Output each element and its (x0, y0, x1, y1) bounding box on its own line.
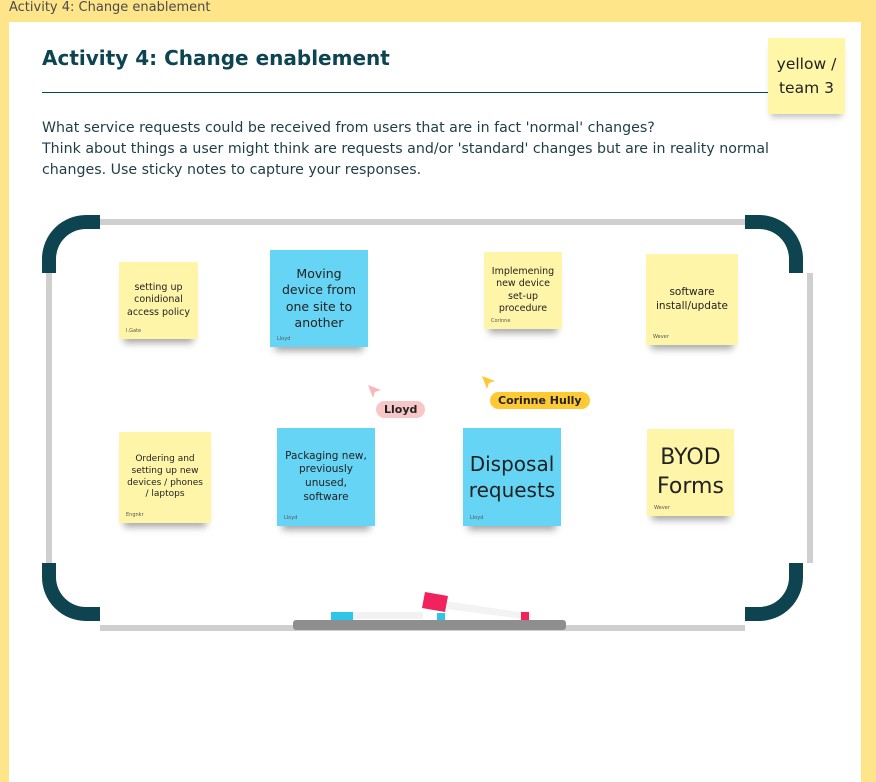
team-sticky-note[interactable]: yellow / team 3 (768, 38, 845, 114)
sticky-text: Ordering and setting up new devices / ph… (127, 454, 203, 500)
page-title: Activity 4: Change enablement (42, 46, 390, 70)
sticky-note[interactable]: Packaging new, previously unused, softwa… (277, 428, 375, 526)
team-sticky-text: yellow / team 3 (776, 55, 837, 97)
sticky-author: Lloyd (284, 515, 298, 521)
instructions-line-1: What service requests could be received … (42, 120, 655, 136)
sticky-note[interactable]: Implemening new device set-up procedure … (484, 252, 562, 329)
instructions-line-2: Think about things a user might think ar… (42, 141, 769, 157)
collaborator-cursor-label: Lloyd (376, 401, 426, 418)
cursor-arrow-icon (368, 385, 381, 398)
whiteboard-right-edge (807, 273, 813, 563)
sticky-note[interactable]: Moving device from one site to another L… (270, 250, 368, 347)
whiteboard-left-edge (46, 273, 52, 563)
markers-icon (331, 592, 532, 620)
sticky-note[interactable]: Ordering and setting up new devices / ph… (119, 432, 211, 523)
title-divider (42, 92, 777, 93)
whiteboard-corner-bottom-left (42, 563, 100, 621)
whiteboard-top-edge (100, 219, 745, 225)
sticky-note[interactable]: setting up conidional access policy I.Ga… (119, 262, 198, 339)
sticky-text: Disposal requests (468, 452, 556, 502)
sticky-author: Wever (653, 334, 669, 340)
sticky-note[interactable]: BYOD Forms Wever (647, 429, 734, 516)
cursor-arrow-icon (482, 376, 495, 389)
marker-tray (293, 620, 566, 630)
sticky-author: Lloyd (470, 515, 484, 521)
sticky-note[interactable]: software install/update Wever (646, 254, 738, 345)
sticky-author: Engnkr (126, 512, 144, 518)
sticky-author: I.Gate (126, 328, 142, 334)
sticky-note[interactable]: Disposal requests Lloyd (463, 428, 561, 526)
instructions-line-3: changes. Use sticky notes to capture you… (42, 162, 422, 178)
sticky-text: software install/update (656, 285, 728, 312)
sticky-text: BYOD Forms (657, 444, 724, 499)
sticky-text: Moving device from one site to another (281, 266, 357, 330)
whiteboard-corner-top-left (42, 215, 100, 273)
whiteboard-frame: Activity 4: Change enablement What servi… (9, 22, 861, 782)
sticky-text: Packaging new, previously unused, softwa… (285, 449, 367, 503)
sticky-text: Implemening new device set-up procedure (491, 265, 555, 314)
collaborator-cursor-label: Corinne Hully (490, 392, 590, 409)
sticky-author: Corinne (491, 318, 511, 324)
sticky-author: Lloyd (277, 336, 291, 342)
sticky-text: setting up conidional access policy (127, 281, 190, 318)
whiteboard-corner-top-right (745, 215, 803, 273)
sticky-author: Wever (654, 505, 670, 511)
whiteboard-corner-bottom-right (745, 563, 803, 621)
instructions-text: What service requests could be received … (42, 118, 772, 181)
frame-label[interactable]: Activity 4: Change enablement (9, 0, 211, 15)
